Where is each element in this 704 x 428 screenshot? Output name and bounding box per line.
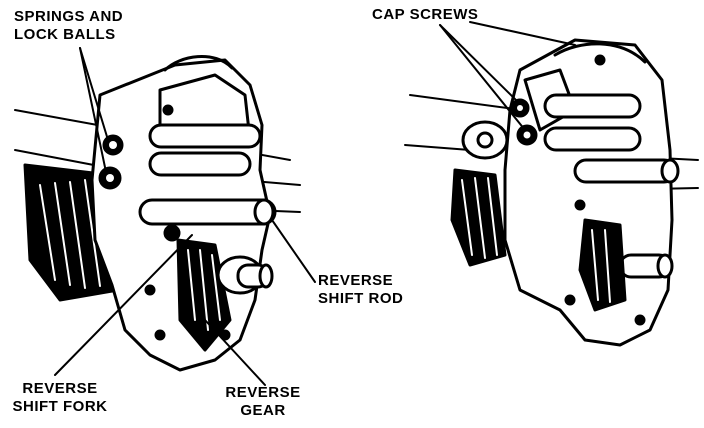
right-shift-cover-assembly <box>404 38 699 347</box>
reverse-shift-fork-label: REVERSE SHIFT FORK <box>12 380 108 415</box>
leader-lines <box>54 21 576 386</box>
left-shift-cover-assembly <box>14 55 301 372</box>
springs-and-lock-balls-label: SPRINGS AND LOCK BALLS <box>14 8 124 43</box>
reverse-shift-rod-label: REVERSE SHIFT ROD <box>318 272 404 307</box>
cap-screws-label: CAP SCREWS <box>372 6 479 23</box>
reverse-gear-label: REVERSE GEAR <box>225 384 301 419</box>
